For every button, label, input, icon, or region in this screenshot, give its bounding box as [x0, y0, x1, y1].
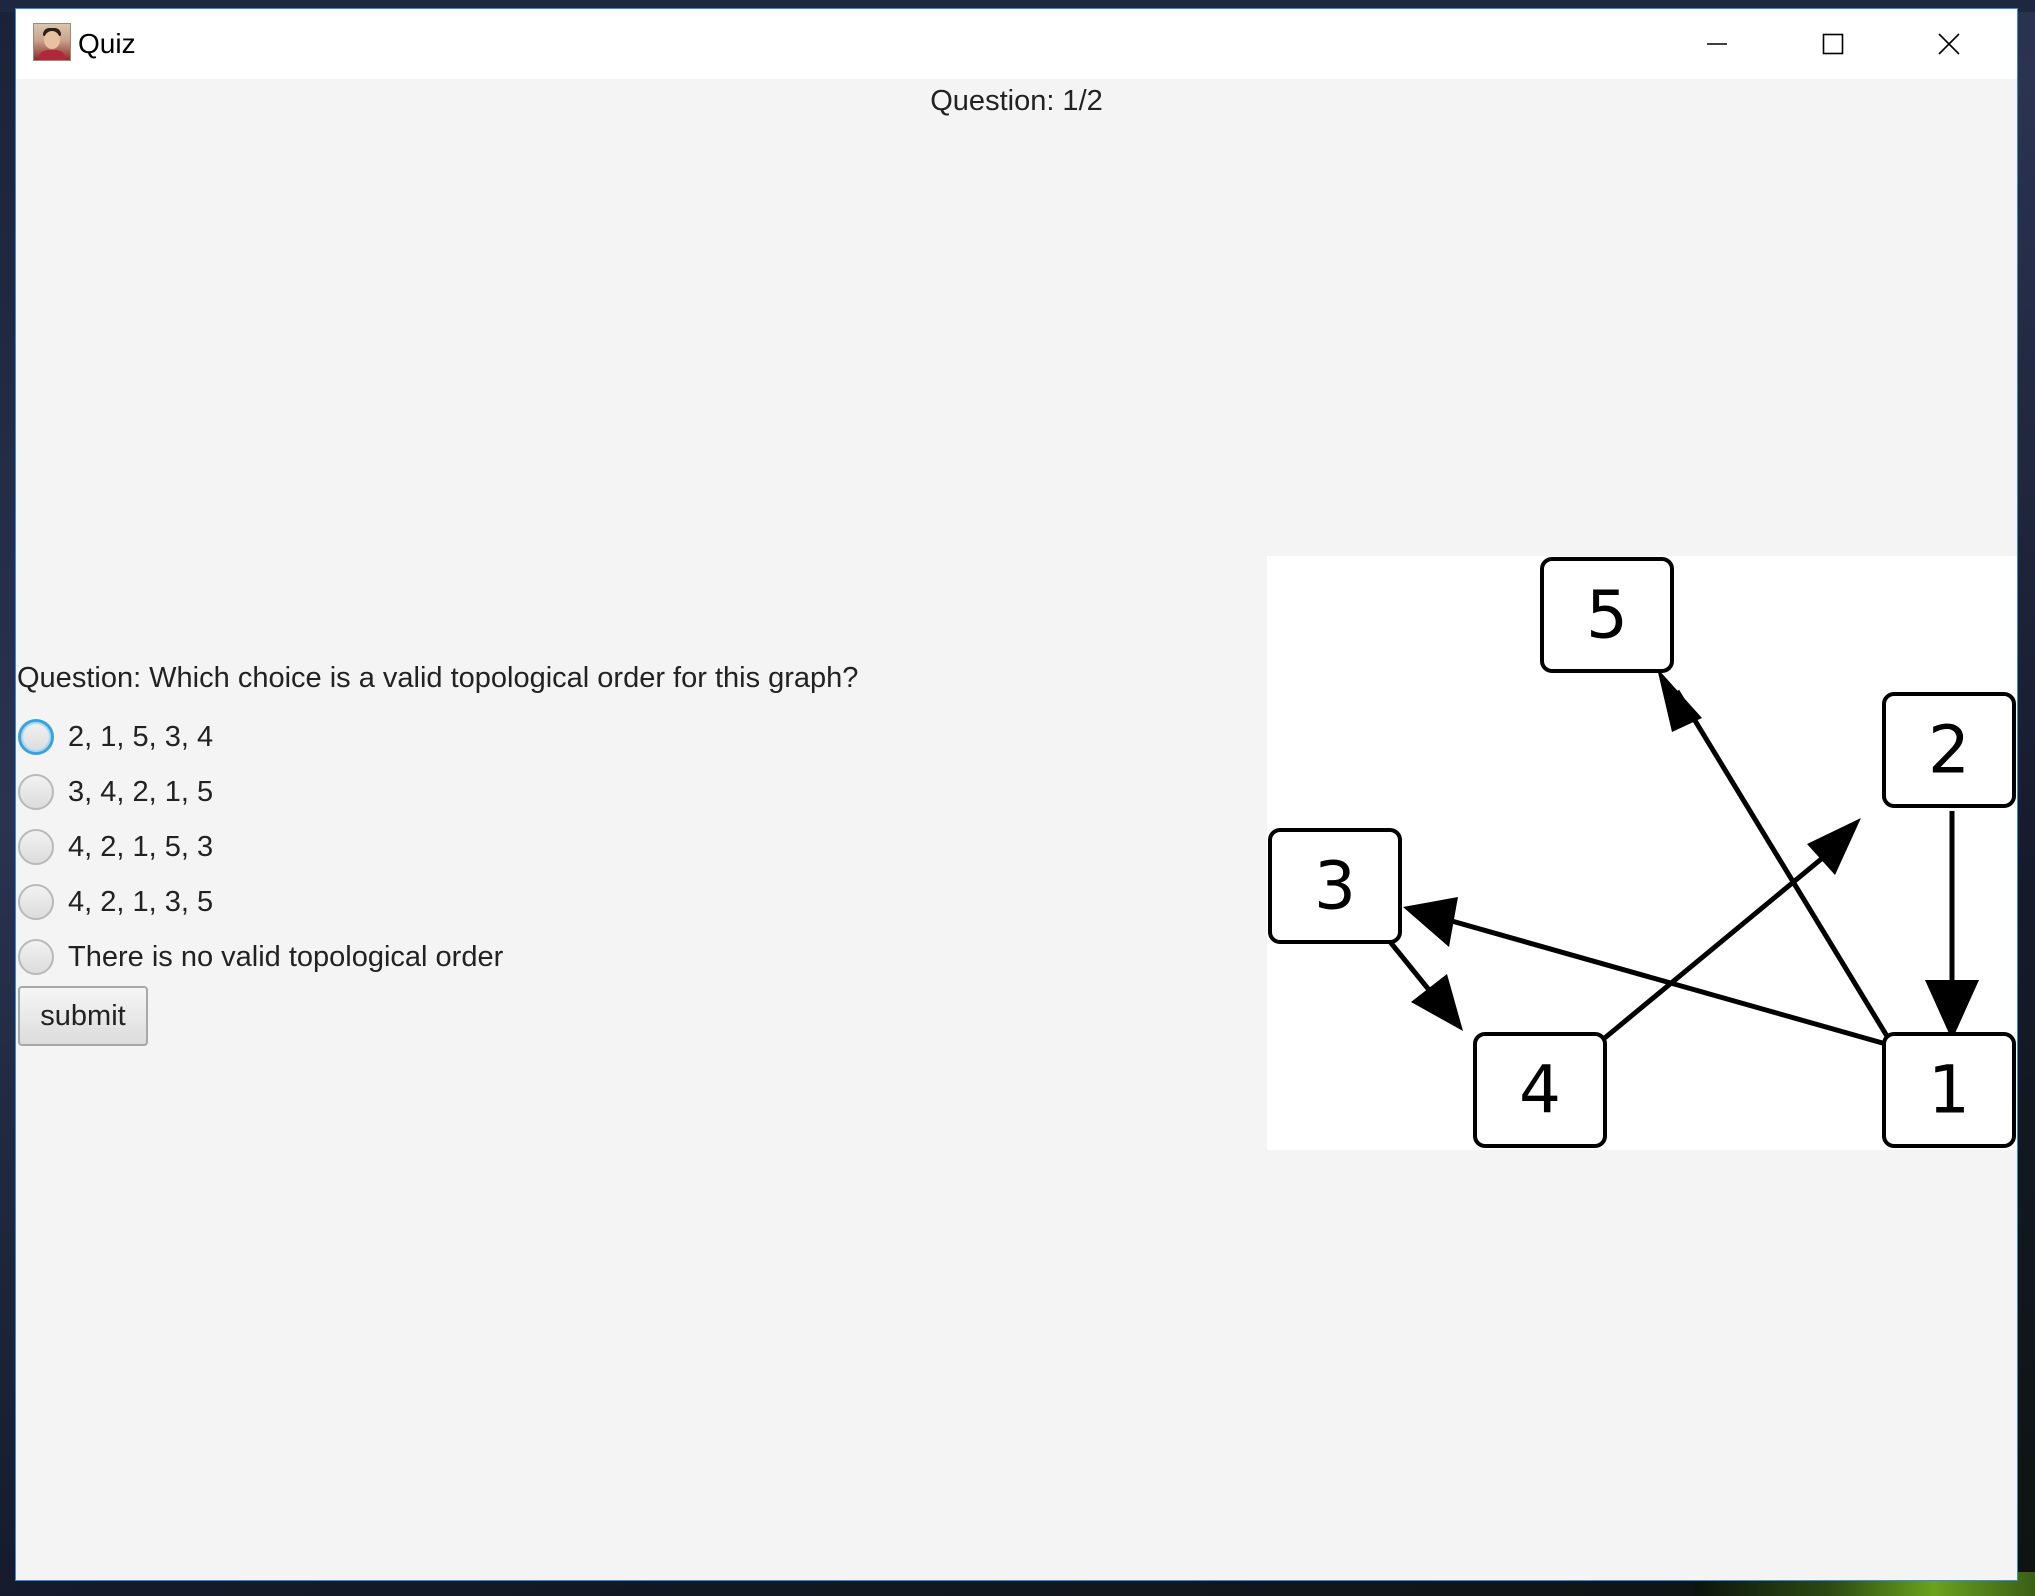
app-icon	[33, 23, 71, 61]
edge-4-2	[1593, 844, 1839, 1048]
answer-option-5[interactable]: There is no valid topological order	[18, 935, 503, 979]
radio-button[interactable]	[18, 884, 54, 920]
option-label: 2, 1, 5, 3, 4	[68, 720, 214, 753]
arrowhead-2-1	[1925, 980, 1979, 1040]
arrowhead-1-3	[1403, 897, 1458, 947]
node-box-3	[1268, 828, 1402, 944]
graph-diagram: 5 2 3 4 1	[1268, 557, 2016, 1148]
node-4-label: 4	[1519, 1052, 1561, 1129]
node-2-label: 2	[1928, 712, 1970, 789]
option-label: 3, 4, 2, 1, 5	[68, 775, 214, 808]
answer-option-1[interactable]: 2, 1, 5, 3, 4	[18, 715, 213, 759]
maximize-button[interactable]	[1775, 9, 1891, 79]
option-label: 4, 2, 1, 5, 3	[68, 830, 214, 863]
question-counter: Question: 1/2	[930, 85, 1103, 117]
quiz-window: Quiz Question: 1/2 Question: Which choic…	[15, 8, 2018, 1581]
answer-option-2[interactable]: 3, 4, 2, 1, 5	[18, 770, 213, 814]
node-box-5	[1540, 557, 1674, 673]
graph-image: 5 2 3 4 1	[1267, 556, 2017, 1150]
node-box-4	[1473, 1032, 1607, 1148]
answer-option-4[interactable]: 4, 2, 1, 3, 5	[18, 880, 213, 924]
arrowhead-3-4	[1411, 974, 1463, 1031]
node-5-label: 5	[1586, 577, 1628, 654]
close-icon	[1938, 33, 1960, 55]
title-bar[interactable]: Quiz	[16, 9, 2017, 79]
node-3-label: 3	[1314, 848, 1356, 925]
option-label: There is no valid topological order	[68, 940, 504, 973]
minimize-icon	[1707, 43, 1727, 45]
maximize-icon	[1822, 33, 1844, 55]
edge-1-3	[1426, 911, 1894, 1049]
radio-button[interactable]	[18, 829, 54, 865]
radio-button[interactable]	[18, 774, 54, 810]
arrowhead-4-2	[1807, 818, 1861, 875]
question-text: Question: Which choice is a valid topolo…	[17, 662, 859, 694]
radio-button[interactable]	[18, 719, 54, 755]
submit-button[interactable]: submit	[18, 986, 148, 1046]
node-box-1	[1882, 1032, 2016, 1148]
arrowhead-1-5	[1657, 668, 1702, 732]
node-box-2	[1882, 692, 2016, 808]
node-1-label: 1	[1928, 1052, 1970, 1129]
answer-option-3[interactable]: 4, 2, 1, 5, 3	[18, 825, 213, 869]
edge-1-5	[1674, 689, 1896, 1048]
minimize-button[interactable]	[1659, 9, 1775, 79]
window-title: Quiz	[78, 28, 136, 59]
close-button[interactable]	[1891, 9, 2007, 79]
radio-button[interactable]	[18, 939, 54, 975]
option-label: 4, 2, 1, 3, 5	[68, 885, 214, 918]
